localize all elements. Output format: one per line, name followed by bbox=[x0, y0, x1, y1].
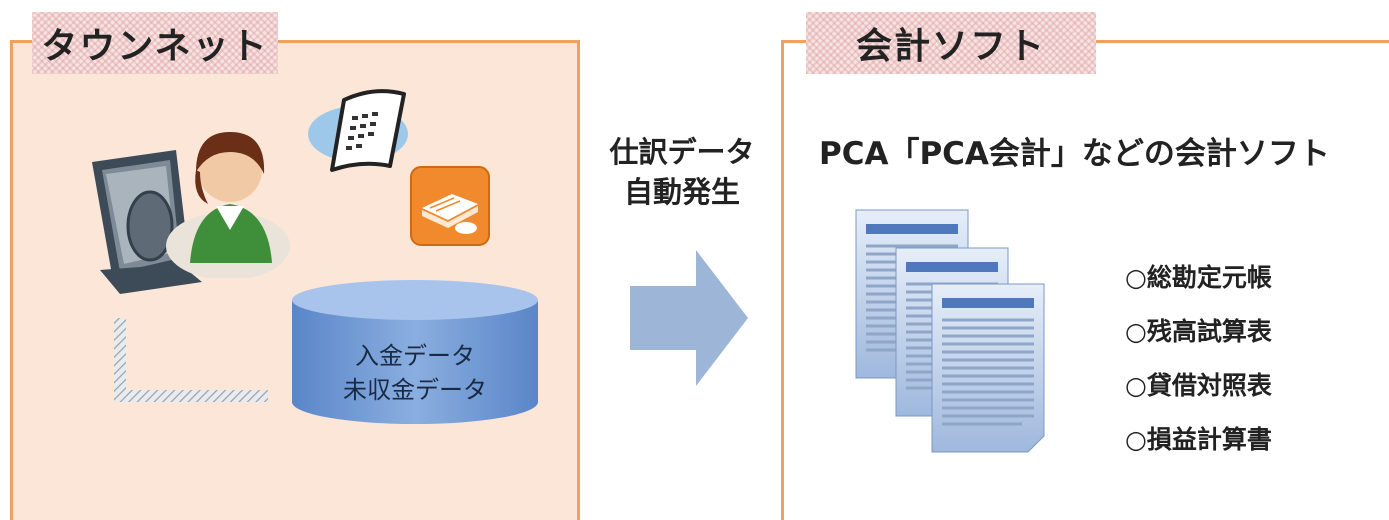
computer-icon bbox=[92, 150, 202, 294]
document-list: ○総勘定元帳 ○残高試算表 ○貸借対照表 ○損益計算書 bbox=[1125, 258, 1272, 474]
left-panel bbox=[10, 40, 580, 520]
documents-icon bbox=[854, 208, 1046, 454]
money-icon bbox=[410, 166, 490, 246]
database-icon bbox=[292, 280, 538, 424]
software-heading: PCA「PCA会計」などの会計ソフト bbox=[819, 136, 1330, 172]
right-panel-title: 会計ソフト bbox=[806, 12, 1096, 74]
connector-line bbox=[114, 318, 268, 402]
document-item: ○総勘定元帳 bbox=[1125, 263, 1272, 292]
left-panel-title: タウンネット bbox=[32, 12, 278, 74]
arrow-label: 仕訳データ 自動発生 bbox=[594, 132, 770, 212]
database-label-line1: 入金データ bbox=[355, 342, 475, 370]
arrow-label-line2: 自動発生 bbox=[623, 175, 740, 209]
flow-arrow bbox=[630, 250, 748, 386]
database-label-line2: 未収金データ bbox=[343, 376, 487, 404]
person-icon bbox=[166, 132, 290, 278]
arrow-label-line1: 仕訳データ bbox=[609, 135, 755, 169]
document-item: ○残高試算表 bbox=[1125, 317, 1272, 346]
receipt-icon bbox=[308, 89, 408, 172]
document-item: ○貸借対照表 bbox=[1125, 371, 1272, 400]
document-item: ○損益計算書 bbox=[1125, 425, 1272, 454]
